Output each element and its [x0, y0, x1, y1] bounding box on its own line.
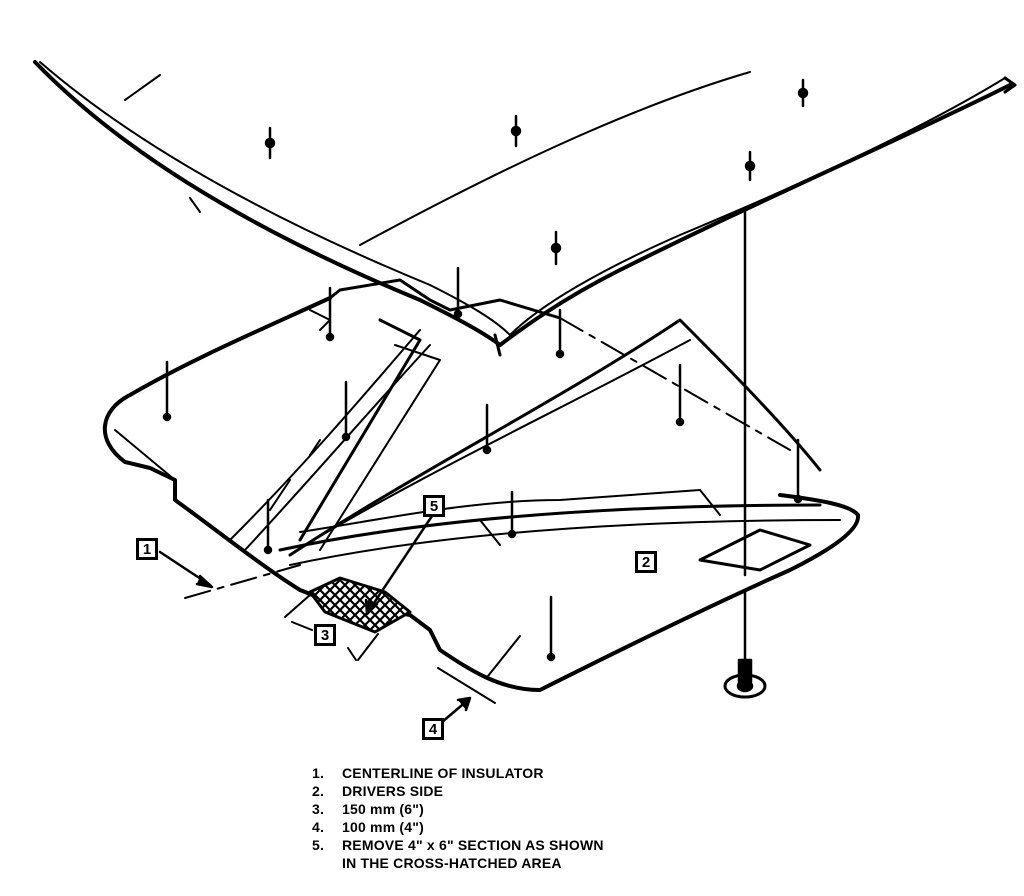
dimension-4: [437, 635, 521, 704]
legend-text: REMOVE 4" x 6" SECTION AS SHOWN IN THE C…: [342, 837, 604, 871]
retainer: [797, 78, 809, 108]
legend-item: 4. 100 mm (4"): [312, 818, 732, 836]
retainer: [550, 230, 562, 266]
legend-item: 1. CENTERLINE OF INSULATOR: [312, 764, 732, 782]
legend: 1. CENTERLINE OF INSULATOR 2. DRIVERS SI…: [312, 764, 732, 872]
legend-number: 1.: [312, 765, 325, 781]
legend-text: 150 mm (6"): [342, 801, 424, 817]
callout-4: 4: [422, 718, 444, 740]
callout-leaders: [158, 514, 472, 730]
legend-text: DRIVERS SIDE: [342, 783, 444, 799]
retainer: [264, 126, 276, 160]
legend-number: 2.: [312, 783, 325, 799]
centerline: [184, 317, 791, 599]
legend-number: 5.: [312, 837, 325, 853]
legend-item: 2. DRIVERS SIDE: [312, 782, 732, 800]
callout-2: 2: [635, 551, 657, 573]
legend-item: 5. REMOVE 4" x 6" SECTION AS SHOWN IN TH…: [312, 836, 732, 872]
insulator-pad: [102, 278, 861, 692]
retainer: [510, 114, 522, 148]
legend-number: 3.: [312, 801, 325, 817]
retainer: [744, 150, 756, 182]
legend-text: 100 mm (4"): [342, 819, 424, 835]
cross-hatched-area: [308, 576, 412, 634]
callout-5: 5: [423, 495, 445, 517]
callout-3: 3: [314, 624, 336, 646]
legend-text: CENTERLINE OF INSULATOR: [342, 765, 544, 781]
retainers: [162, 78, 809, 662]
hood-panel: [33, 60, 1017, 357]
legend-item: 3. 150 mm (6"): [312, 800, 732, 818]
callout-1: 1: [136, 538, 158, 560]
dimension-3: [284, 594, 379, 661]
legend-number: 4.: [312, 819, 325, 835]
retainer-clip: [723, 208, 767, 699]
